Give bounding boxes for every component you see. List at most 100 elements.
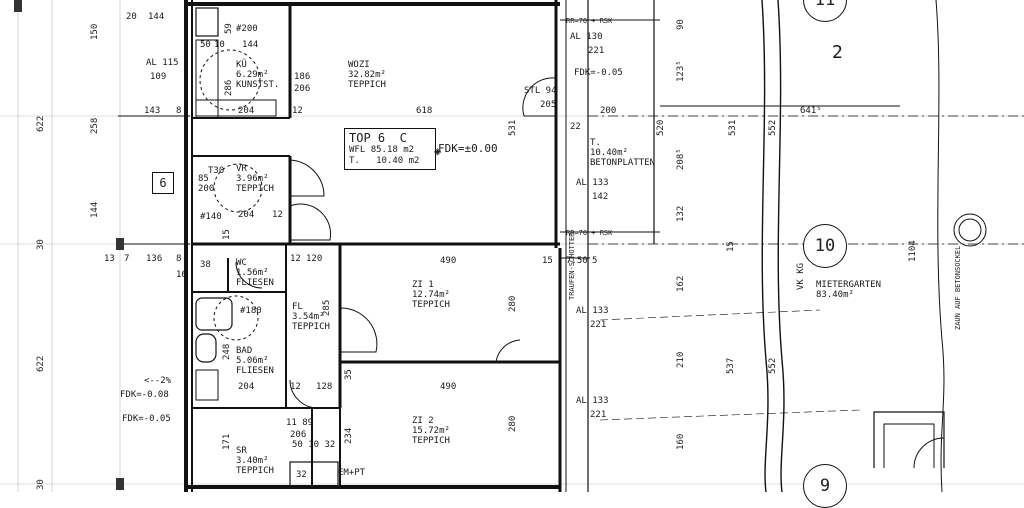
label-traufen: TRAUFEN-SCHOTTER: [568, 232, 576, 300]
label-fdk005b: FDK=-0.05: [122, 414, 171, 424]
dim-32: 32: [296, 470, 307, 480]
dim-490a: 490: [440, 256, 457, 266]
dim-641: 641⁵: [800, 106, 822, 116]
dim-59: 59: [224, 23, 234, 34]
section-mark-2: 2: [832, 42, 843, 63]
label-al133c: AL 133: [576, 396, 609, 406]
unit-number-badge: 6: [152, 172, 174, 194]
dim-248: 248: [222, 343, 232, 360]
dim-204c: 204: [238, 382, 255, 392]
section-mark-10: 10: [803, 224, 847, 268]
floor-level-main: FDK=±0.00: [438, 142, 498, 155]
dim-15a: 15: [726, 241, 736, 252]
label-200: 200: [600, 106, 617, 116]
column-mark: [116, 478, 124, 490]
dim-38: 38: [200, 260, 211, 270]
dim-144b: 144: [90, 201, 100, 218]
label-al130: AL 130: [570, 32, 603, 42]
label-205: 205: [540, 100, 557, 110]
dim-30b: 30: [36, 479, 46, 490]
dim-531b: 531: [728, 119, 738, 136]
floor-plan-drawing: [0, 0, 1024, 492]
unit-name: TOP 6: [349, 131, 386, 145]
dim-35: 35: [344, 369, 354, 380]
dim-5: 5: [592, 256, 598, 266]
dim-234: 234: [344, 427, 354, 444]
dim-258: 258: [90, 117, 100, 134]
dim-22: 22: [570, 122, 581, 132]
terrace-value: 10.40 m2: [376, 156, 420, 166]
dim-12c: 12: [272, 210, 283, 220]
dim-520: 520: [656, 119, 666, 136]
label-200b: 200: [198, 184, 215, 194]
dim-20: 20: [126, 12, 137, 22]
dim-90: 90: [676, 19, 686, 30]
label-al133a: AL 133: [576, 178, 609, 188]
dim-144c: 144: [242, 40, 259, 50]
label-142: 142: [592, 192, 609, 202]
dim-206b: 206: [290, 430, 307, 440]
dim-204b: 204: [238, 210, 255, 220]
dim-280a: 280: [508, 295, 518, 312]
label-emp: EM+PT: [338, 468, 366, 478]
dim-12b: 12: [292, 106, 303, 116]
label-w200: #200: [236, 24, 258, 34]
dim-286: 286: [224, 79, 234, 96]
label-w180: #180: [240, 306, 262, 316]
label-rsk2: RR=70 + RSK: [566, 229, 613, 237]
wfl-value: 85.18 m2: [370, 145, 415, 155]
dim-120: 120: [306, 254, 323, 264]
terrace-label: T.: [349, 156, 360, 166]
section-mark-9: 9: [803, 464, 847, 508]
label-85: 85: [198, 174, 209, 184]
dim-622b: 622: [36, 355, 46, 372]
column-mark: [14, 0, 22, 12]
dim-750: 7.50: [566, 256, 588, 266]
walls: [184, 0, 562, 492]
label-109: 109: [150, 72, 167, 82]
dimension-ticks: [118, 19, 900, 259]
dim-50b: 50 10 32: [292, 440, 336, 450]
label-221c: 221: [590, 410, 607, 420]
dim-128: 128: [316, 382, 333, 392]
dim-160: 160: [676, 433, 686, 450]
unit-type: C: [399, 131, 407, 145]
label-t30: T30: [208, 166, 225, 176]
label-221b: 221: [590, 320, 607, 330]
dim-13: 13: [104, 254, 115, 264]
label-fdk008: FDK=-0.08: [120, 390, 169, 400]
label-zaun: ZAUN AUF BETONSOCKEL: [954, 245, 962, 330]
label-221a: 221: [588, 46, 605, 56]
dim-618: 618: [416, 106, 433, 116]
dim-552a: 552: [768, 119, 778, 136]
dim-144a: 144: [148, 12, 165, 22]
label-rsk1: RR=70 + RSK: [566, 17, 613, 25]
dim-12a: 12: [290, 254, 301, 264]
dim-7: 7: [124, 254, 130, 264]
dim-123: 123⁵: [676, 60, 686, 82]
dim-15b: 15: [542, 256, 553, 266]
label-al115: AL 115: [146, 58, 179, 68]
dim-552b: 552: [768, 357, 778, 374]
terrace-garden-lines: [565, 0, 1024, 492]
dim-537: 537: [726, 357, 736, 374]
dim-622a: 622: [36, 115, 46, 132]
label-w140: #140: [200, 212, 222, 222]
wfl-label: WFL: [349, 145, 366, 155]
dim-206: 206: [294, 84, 311, 94]
dim-143: 143: [144, 106, 161, 116]
dim-162: 162: [676, 275, 686, 292]
level-marker-icon: ◈: [434, 144, 442, 158]
door-swings: [199, 49, 557, 409]
label-slope: <--2%: [144, 376, 172, 386]
dim-1104: 1104: [908, 240, 918, 262]
dim-186: 186: [294, 72, 311, 82]
